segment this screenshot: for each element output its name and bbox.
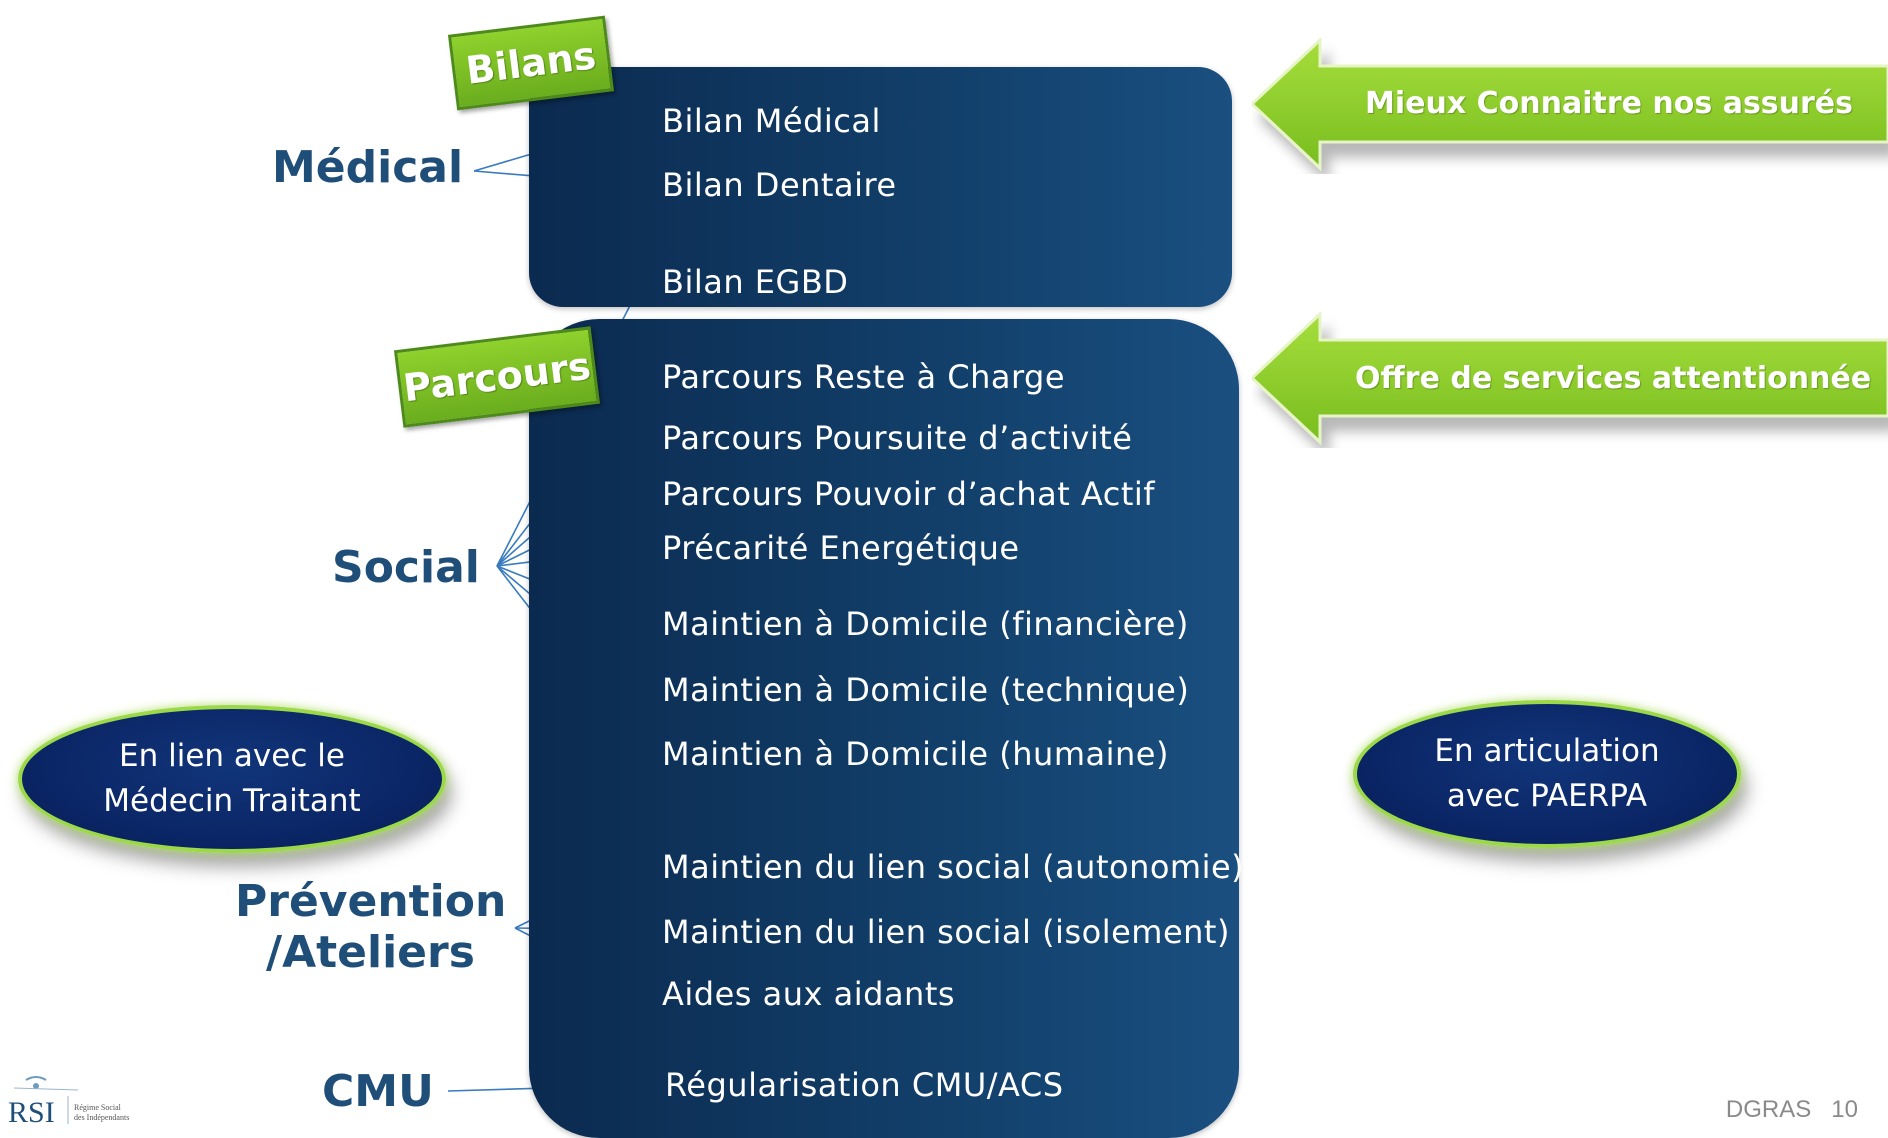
svg-text:des Indépendants: des Indépendants <box>74 1113 129 1122</box>
footer: DGRAS 10 <box>1726 1096 1858 1124</box>
arrow-mieux-connaitre <box>1252 38 1888 172</box>
footer-page-number: 10 <box>1831 1096 1858 1123</box>
category-social: Social <box>332 542 480 593</box>
category-cmu: CMU <box>322 1066 434 1117</box>
ellipse-paerpa: En articulation avec PAERPA <box>1353 700 1741 848</box>
item-bilan-egbd: Bilan EGBD <box>662 263 849 301</box>
category-prevention: Prévention <box>235 876 507 927</box>
item-bilan-medical: Bilan Médical <box>662 102 881 140</box>
services-panel <box>529 319 1239 1138</box>
ellipse-medecin-traitant: En lien avec le Médecin Traitant <box>18 705 446 853</box>
item-lien-social-autonomie: Maintien du lien social (autonomie) <box>662 848 1245 886</box>
category-ateliers: /Ateliers <box>266 927 475 978</box>
arrow-label-mieux-connaitre: Mieux Connaitre nos assurés <box>1365 86 1854 121</box>
rsi-logo: RSI Régime Social des Indépendants <box>6 1072 156 1129</box>
item-maintien-humaine: Maintien à Domicile (humaine) <box>662 735 1169 773</box>
item-parcours-pouvoir-achat: Parcours Pouvoir d’achat Actif <box>662 475 1156 513</box>
bilans-panel <box>529 67 1232 307</box>
footer-org: DGRAS <box>1725 1096 1812 1123</box>
ellipse-left-line-2: Médecin Traitant <box>103 783 361 819</box>
arrow-offre-services <box>1252 312 1888 446</box>
item-maintien-financiere: Maintien à Domicile (financière) <box>662 605 1189 643</box>
item-aides-aidants: Aides aux aidants <box>662 975 956 1013</box>
item-lien-social-isolement: Maintien du lien social (isolement) <box>662 913 1230 951</box>
svg-text:Régime Social: Régime Social <box>74 1103 122 1112</box>
ellipse-right-line-1: En articulation <box>1434 733 1660 769</box>
arrow-label-offre-services: Offre de services attentionnée <box>1355 361 1872 396</box>
item-regularisation-cmu: Régularisation CMU/ACS <box>665 1066 1064 1104</box>
item-parcours-poursuite: Parcours Poursuite d’activité <box>662 419 1133 457</box>
item-parcours-reste-charge: Parcours Reste à Charge <box>662 358 1066 396</box>
category-medical: Médical <box>272 142 464 193</box>
item-bilan-dentaire: Bilan Dentaire <box>662 166 897 204</box>
item-maintien-technique: Maintien à Domicile (technique) <box>662 671 1190 709</box>
ellipse-left-line-1: En lien avec le <box>119 738 345 774</box>
svg-text:RSI: RSI <box>8 1096 55 1128</box>
item-precarite-energetique: Précarité Energétique <box>662 529 1020 567</box>
rsi-logo-mark: RSI Régime Social des Indépendants <box>8 1076 129 1129</box>
ellipse-right-line-2: avec PAERPA <box>1446 778 1648 814</box>
